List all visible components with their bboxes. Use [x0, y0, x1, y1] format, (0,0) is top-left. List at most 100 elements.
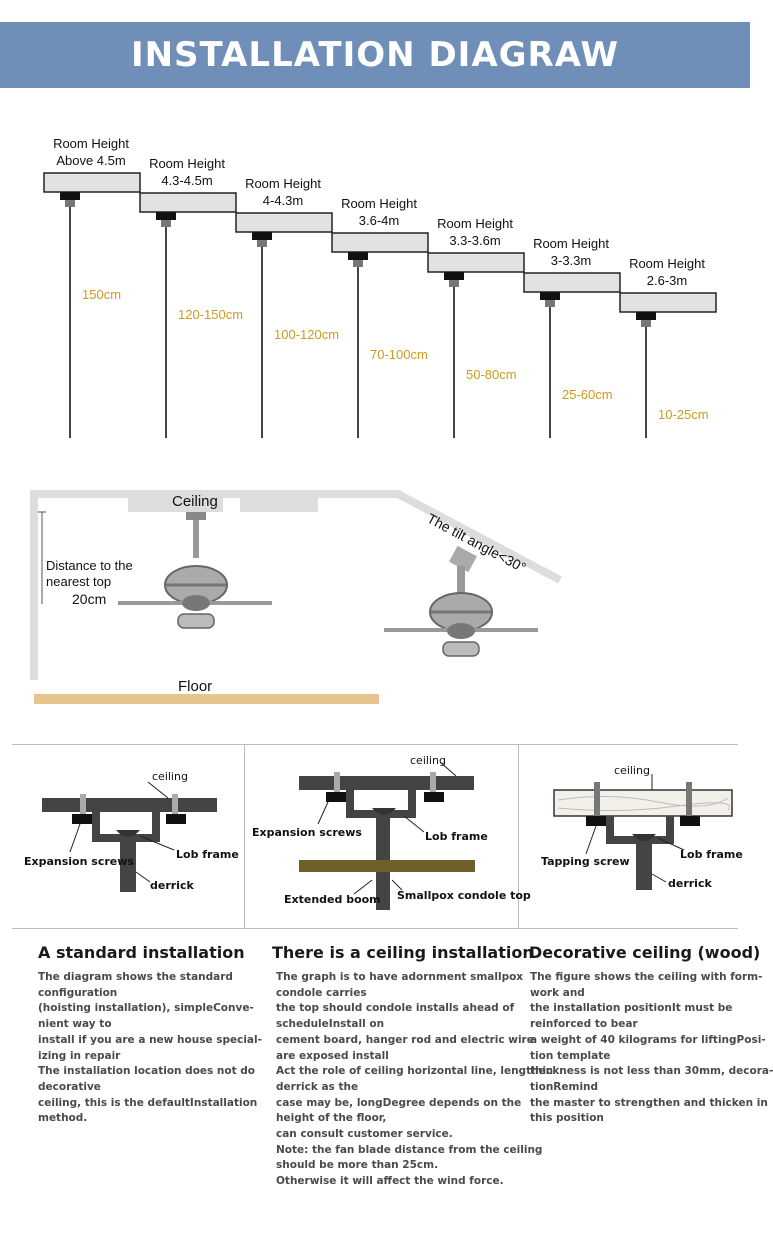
- room-height-range: 3.3-3.6m: [449, 233, 501, 248]
- ceiling-step: [619, 292, 717, 313]
- mount1-screws-label: Expansion screws: [24, 855, 134, 868]
- column-text-line: cement board, hanger rod and electric wi…: [276, 1033, 534, 1046]
- downrod-length-label: 10-25cm: [658, 407, 709, 422]
- column-body-ceiling: The graph is to have adornment smallpox c…: [276, 970, 553, 1190]
- mount-cap: [449, 280, 459, 287]
- column-body-wood: The figure shows the ceiling with form-w…: [530, 970, 773, 1127]
- room-height-range: 3-3.3m: [550, 253, 592, 268]
- mount2-condole-label: Smallpox condole top: [397, 889, 531, 902]
- room-height-line1: Room Height: [629, 256, 705, 271]
- mount-cap: [65, 200, 75, 207]
- column-text-line: The figure shows the ceiling with form-: [530, 971, 763, 983]
- column-text-line: The diagram shows the standard: [38, 971, 233, 983]
- ceiling-block: [240, 498, 318, 512]
- distance-label-line1: Distance to the: [46, 558, 133, 573]
- ceiling-step: [523, 272, 621, 293]
- ceiling-step: [139, 192, 237, 213]
- room-height-line1: Room Height: [533, 236, 609, 251]
- mount2-boom-label: Extended boom: [284, 893, 381, 906]
- mount-cap: [545, 300, 555, 307]
- mount-cap: [161, 220, 171, 227]
- column-text-line: Otherwise it will affect the wind force.: [276, 1175, 504, 1188]
- column-text-line: thickness is not less than 30mm, decora-: [530, 1065, 773, 1078]
- column-text-line: Note: the fan blade distance from the ce…: [276, 1143, 543, 1156]
- column-text-line: tion template: [530, 1049, 611, 1062]
- column-title-wood: Decorative ceiling (wood): [529, 943, 761, 962]
- column-text-line: the installation positionIt must be: [530, 1002, 733, 1015]
- room-height-line1: Room Height: [437, 216, 513, 231]
- ceiling-mount: [540, 292, 560, 300]
- title-banner: INSTALLATION DIAGRAW: [0, 22, 750, 88]
- column-text-line: work and: [530, 986, 585, 999]
- room-height-label: Room Height 2.6-3m: [602, 255, 732, 289]
- column-text-line: case may be, longDegree depends on the: [276, 1096, 522, 1109]
- ceiling-mount: [444, 272, 464, 280]
- ceiling-step: [331, 232, 429, 253]
- mount3-frame-label: Lob frame: [680, 848, 743, 861]
- column-text-line: The installation location does not do: [38, 1065, 256, 1078]
- column-title-standard: A standard installation: [38, 943, 245, 962]
- room-height-line1: Room Height: [53, 136, 129, 151]
- mount-diagram-wood: [553, 774, 733, 890]
- page-title: INSTALLATION DIAGRAW: [130, 35, 620, 75]
- column-text-line: can consult customer service.: [276, 1128, 453, 1141]
- column-text-line: this position: [530, 1112, 604, 1125]
- floor-board: [34, 694, 379, 704]
- ceiling-mount: [156, 212, 176, 220]
- column-text-line: condole carries: [276, 986, 367, 999]
- room-height-label: Room Height 3.3-3.6m: [410, 215, 540, 249]
- column-text-line: should be more than 25cm.: [276, 1159, 439, 1172]
- ceiling-mount: [636, 312, 656, 320]
- room-height-diagram: [43, 172, 717, 438]
- divider: [518, 744, 519, 929]
- ceiling-mount: [348, 252, 368, 260]
- ceiling-step: [235, 212, 333, 233]
- room-height-range: 4-4.3m: [262, 193, 304, 208]
- downrod-length-label: 100-120cm: [274, 327, 340, 342]
- column-text-line: The graph is to have adornment smallpox: [276, 971, 524, 983]
- room-diagram: [30, 490, 562, 704]
- mount3-derrick-label: derrick: [668, 877, 712, 890]
- distance-label-line2: nearest top: [46, 574, 112, 589]
- mount2-frame-label: Lob frame: [425, 830, 488, 843]
- room-height-line1: Room Height: [245, 176, 321, 191]
- ceiling-label: Ceiling: [172, 493, 218, 510]
- distance-value: 20cm: [72, 591, 107, 607]
- column-text-line: the master to strengthen and thicken in: [530, 1096, 768, 1109]
- room-height-range: Above 4.5m: [56, 153, 126, 168]
- room-height-label: Room Height 3-3.3m: [506, 235, 636, 269]
- mount3-ceiling-label: ceiling: [614, 764, 650, 777]
- mount2-ceiling-label: ceiling: [410, 754, 446, 767]
- ceiling-step: [427, 252, 525, 273]
- column-text-line: tionRemind: [530, 1080, 599, 1093]
- mount-cap: [257, 240, 267, 247]
- column-text-line: a weight of 40 kilograms for liftingPosi…: [530, 1033, 766, 1046]
- column-text-line: decorative: [38, 1080, 101, 1093]
- room-height-range: 4.3-4.5m: [161, 173, 213, 188]
- mount-diagram-ceiling: [299, 761, 475, 910]
- downrod-length-label: 120-150cm: [178, 307, 244, 322]
- divider: [244, 744, 245, 929]
- column-text-line: are exposed install: [276, 1049, 389, 1062]
- room-height-line1: Room Height: [341, 196, 417, 211]
- mount2-screws-label: Expansion screws: [252, 826, 362, 839]
- column-text-line: height of the floor,: [276, 1112, 387, 1125]
- column-text-line: configuration: [38, 986, 118, 999]
- mount3-screws-label: Tapping screw: [541, 855, 630, 868]
- mount-cap: [353, 260, 363, 267]
- downrod-length-label: 150cm: [82, 287, 122, 302]
- ceiling-mount: [252, 232, 272, 240]
- column-text-line: nient way to: [38, 1018, 112, 1031]
- mount1-ceiling-label: ceiling: [152, 770, 188, 783]
- floor-label: Floor: [178, 678, 213, 695]
- column-text-line: scheduleInstall on: [276, 1018, 385, 1031]
- column-text-line: Act the role of ceiling horizontal line,…: [276, 1065, 554, 1078]
- column-text-line: reinforced to bear: [530, 1018, 638, 1031]
- room-height-label: Room Height 4-4.3m: [218, 175, 348, 209]
- room-height-range: 2.6-3m: [646, 273, 688, 288]
- column-text-line: (hoisting installation), simpleConve-: [38, 1002, 254, 1015]
- mount1-derrick-label: derrick: [150, 879, 194, 892]
